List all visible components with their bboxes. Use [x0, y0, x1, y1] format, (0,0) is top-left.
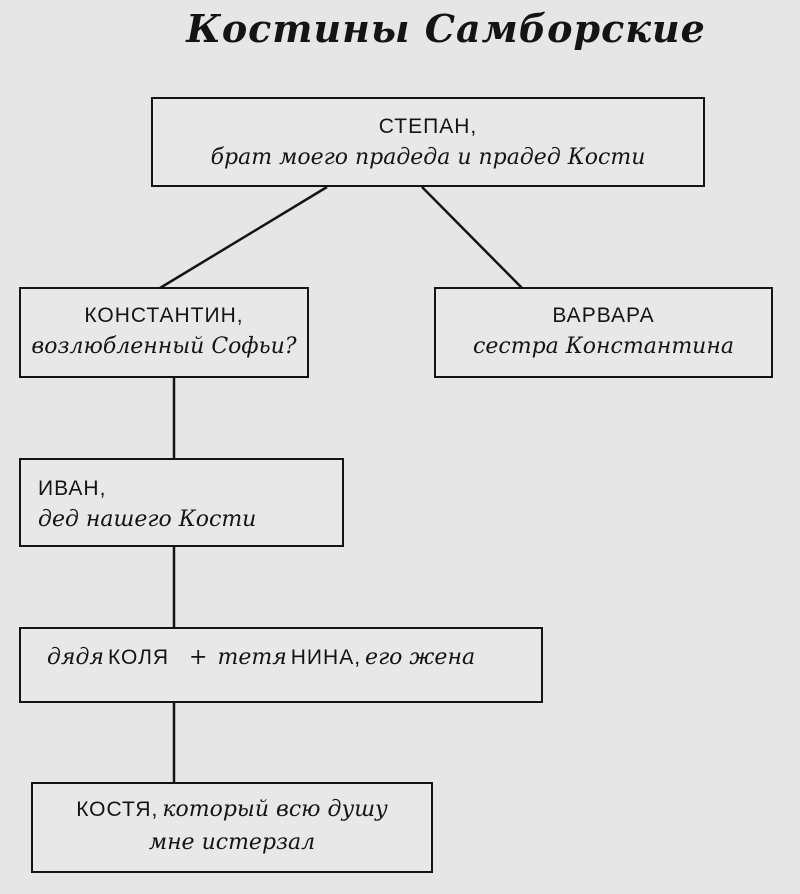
node-varvara-name: ВАРВАРА	[552, 304, 655, 327]
node-stepan-name: СТЕПАН,	[378, 115, 478, 138]
nina-name: НИНА,	[290, 646, 362, 669]
edge-stepan-konstantin	[159, 185, 328, 290]
node-ivan: ИВАН, дед нашего Кости	[19, 458, 344, 547]
node-kolya-nina: дядя КОЛЯ + тетя НИНА, его жена	[19, 627, 543, 703]
kostya-desc-part1: который всю душу	[162, 797, 388, 822]
diagram-title: Костины Самборские	[186, 6, 706, 51]
node-stepan-desc: брат моего прадеда и прадед Кости	[210, 145, 646, 170]
node-kolya-nina-text: дядя КОЛЯ + тетя НИНА, его жена	[47, 642, 475, 675]
node-ivan-name: ИВАН,	[38, 477, 107, 500]
nina-suffix: его жена	[365, 645, 476, 670]
node-konstantin-desc: возлюбленный Софьи?	[31, 334, 297, 359]
node-stepan: СТЕПАН, брат моего прадеда и прадед Кост…	[151, 97, 705, 187]
node-kostya-line1: КОСТЯ, который всю душу	[76, 794, 388, 827]
node-konstantin: КОНСТАНТИН, возлюбленный Софьи?	[19, 287, 309, 378]
edge-stepan-varvara	[421, 186, 523, 289]
node-ivan-desc: дед нашего Кости	[38, 507, 257, 532]
kolya-relation-label: дядя	[46, 645, 104, 670]
plus-sign: +	[189, 645, 208, 670]
node-kostya: КОСТЯ, который всю душу мне истерзал	[31, 782, 433, 873]
node-konstantin-name: КОНСТАНТИН,	[84, 304, 244, 327]
nina-relation-label: тетя	[217, 645, 287, 670]
node-varvara: ВАРВАРА сестра Константина	[434, 287, 773, 378]
node-varvara-desc: сестра Константина	[473, 334, 734, 359]
kolya-name: КОЛЯ	[107, 646, 170, 669]
kostya-desc-part2: мне истерзал	[148, 830, 316, 855]
kostya-name: КОСТЯ,	[76, 798, 159, 821]
